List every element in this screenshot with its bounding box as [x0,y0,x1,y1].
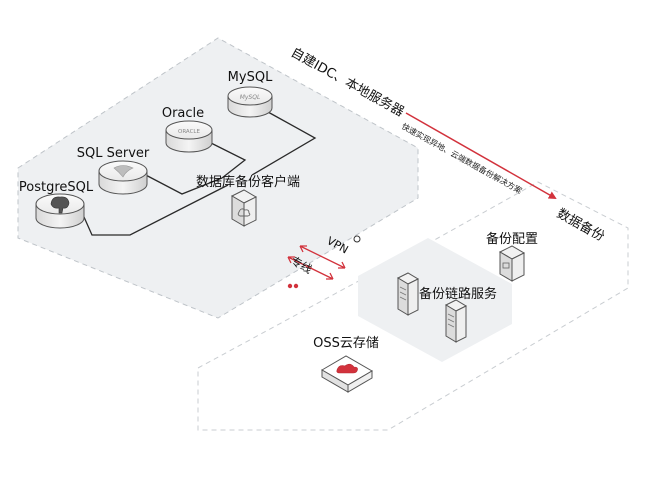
oracle-label: Oracle [162,106,204,121]
sqlserver-database: SQL Server [77,146,150,195]
link-service-plate [358,238,512,362]
server-icon [396,272,420,316]
backup-config-label: 备份配置 [486,231,538,247]
db-backup-client: 数据库备份客户端 [196,174,300,227]
db-client-label: 数据库备份客户端 [196,174,300,190]
backup-link-service: 备份链路服务 [396,272,497,343]
backup-config: 备份配置 [486,231,538,282]
postgresql-database: PostgreSQL [19,180,94,229]
private-line-node-icon [287,283,293,289]
mysql-database: MySQL MySQL [227,70,273,118]
sqlserver-logo-icon [113,165,134,178]
backup-link-label: 备份链路服务 [419,286,497,302]
cloud-upload-icon [237,208,251,217]
idc-region [17,37,419,319]
vpn-shield-icon [353,235,361,243]
link-arrow-upper [299,245,346,269]
oss-label: OSS云存储 [313,336,379,351]
oss-storage: OSS云存储 [313,336,379,393]
mysql-label: MySQL [228,70,273,85]
mysql-line [251,111,317,176]
postgresql-line [79,184,229,236]
postgresql-label: PostgreSQL [19,180,94,195]
sqlserver-label: SQL Server [77,146,150,161]
private-line-node-icon-2 [293,283,299,289]
config-monitor-icon [502,262,510,269]
mysql-logo-text: MySQL [240,94,261,101]
oracle-logo-text: ORACLE [178,129,200,135]
oracle-line [204,139,247,179]
link-arrow-lower [287,256,334,280]
oss-cloud-icon [336,363,358,374]
db-connection-lines [79,111,317,236]
oracle-database: ORACLE Oracle [162,106,213,153]
postgresql-elephant-icon [50,196,70,214]
sqlserver-line [139,171,223,195]
arrow-caption: 快速实现异地、云端数据备份解决方案 [400,121,524,196]
server-icon [444,299,468,343]
